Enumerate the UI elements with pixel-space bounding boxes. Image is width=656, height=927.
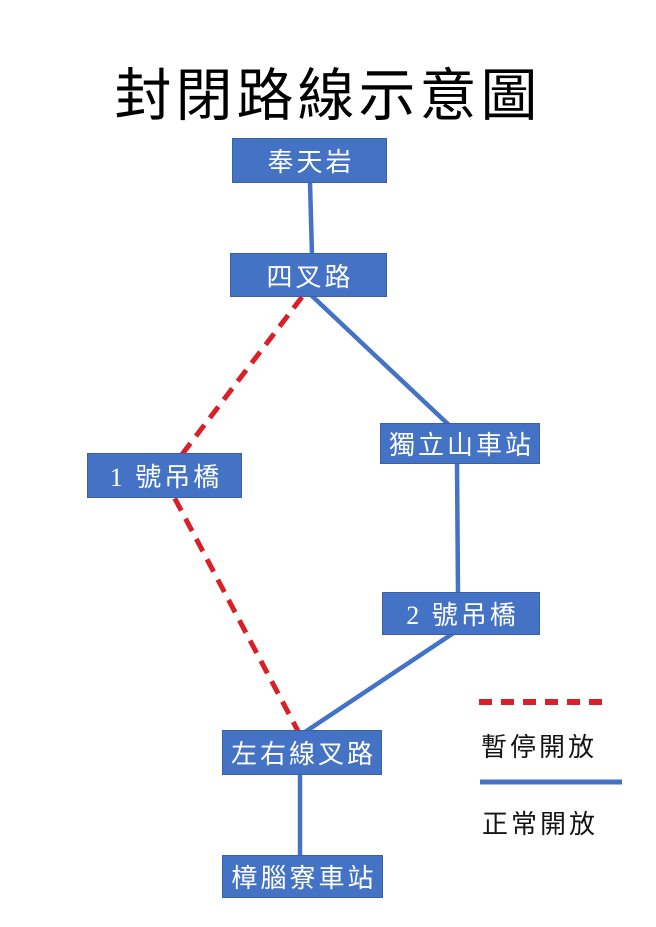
route-edge-sichalu-to-dulishan-station (309, 293, 452, 428)
node-label: 四叉路 (266, 262, 354, 292)
route-edge-fengtianyan-to-sichalu (307, 181, 315, 256)
legend-label-open: 正常開放 (482, 810, 599, 839)
route-edge-sichalu-to-bridge-1 (162, 295, 304, 480)
route-edge-bridge-2-to-zuoyou-fork (303, 630, 457, 734)
node-fengtianyan: 奉天岩 (232, 138, 387, 183)
node-label: 左右線叉路 (230, 740, 376, 769)
closed-line-swatch (479, 699, 611, 705)
node-sichalu: 四叉路 (230, 253, 387, 297)
node-label: 2 號吊橋 (406, 601, 519, 630)
node-bridge-2: 2 號吊橋 (382, 592, 540, 635)
node-label: 奉天岩 (267, 148, 355, 177)
node-zhangnaoliao-station: 樟腦寮車站 (222, 855, 383, 898)
route-edge-dulishan-station-to-bridge-2 (454, 461, 461, 595)
node-label: 獨立山車站 (388, 431, 534, 460)
open-line-swatch (480, 779, 622, 785)
page-title: 封閉路線示意圖 (114, 65, 542, 128)
legend-label-closed: 暫停開放 (481, 733, 598, 762)
node-label: 樟腦寮車站 (231, 864, 377, 893)
node-label: 1 號吊橋 (109, 463, 223, 492)
node-dulishan-station: 獨立山車站 (380, 423, 540, 464)
route-edge-bridge-1-to-zuoyou-fork (161, 476, 301, 733)
node-zuoyou-fork: 左右線叉路 (222, 730, 382, 775)
node-bridge-1: 1 號吊橋 (87, 453, 242, 498)
